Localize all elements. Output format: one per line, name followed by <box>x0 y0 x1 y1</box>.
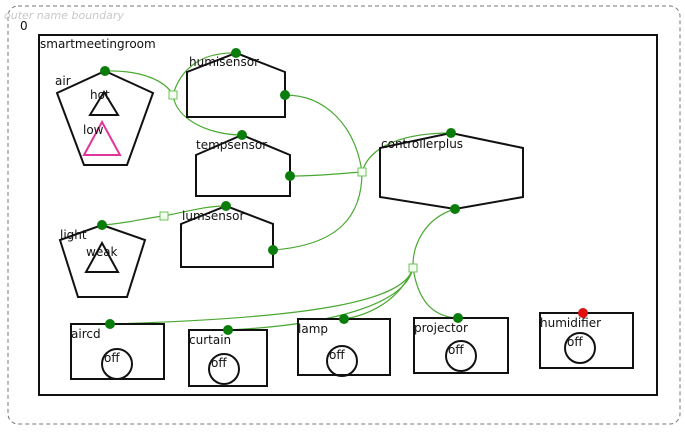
low-label: low <box>83 123 104 137</box>
node-aircd[interactable]: aircd off <box>70 323 165 380</box>
room-label: smartmeetingroom <box>40 37 156 51</box>
edge-junction-tempsensor <box>172 94 243 136</box>
lamp-label: lamp <box>298 322 328 336</box>
node-lamp[interactable]: lamp off <box>297 318 391 377</box>
port-lumsensor-top[interactable] <box>221 201 231 211</box>
port-curtain[interactable] <box>223 325 233 335</box>
node-humisensor[interactable]: humisensor <box>186 51 286 118</box>
edge-tempsensor-junction2 <box>289 171 363 177</box>
weak-triangle <box>84 240 120 273</box>
humidifier-state-label: off <box>567 335 583 349</box>
humidifier-state-circle <box>564 332 596 364</box>
node-curtain[interactable]: curtain off <box>188 329 268 387</box>
outer-boundary <box>7 5 681 425</box>
port-air[interactable] <box>100 66 110 76</box>
node-air[interactable]: air hot low <box>55 69 155 166</box>
edge-junction-lumsensor <box>163 205 227 217</box>
port-tempsensor-top[interactable] <box>237 130 247 140</box>
junction-square <box>159 211 169 221</box>
node-light[interactable]: light weak <box>58 223 147 298</box>
edge-junction2-controllerplus <box>361 132 452 173</box>
port-projector[interactable] <box>453 313 463 323</box>
node-controllerplus[interactable]: controllerplus <box>379 131 524 211</box>
outer-index-label: 0 <box>20 19 28 33</box>
projector-label: projector <box>414 321 468 335</box>
hot-label: hot <box>90 88 110 102</box>
port-controllerplus-bottom[interactable] <box>450 204 460 214</box>
tempsensor-label: tempsensor <box>196 138 267 152</box>
port-humidifier[interactable] <box>578 308 588 318</box>
port-lamp[interactable] <box>339 314 349 324</box>
port-light[interactable] <box>97 220 107 230</box>
low-triangle <box>82 119 122 156</box>
edge-humisensor-junction <box>172 52 237 96</box>
port-controllerplus-top[interactable] <box>446 128 456 138</box>
edge-junction4-projector <box>412 267 459 319</box>
ports <box>97 48 588 335</box>
node-humidifier[interactable]: humidifier off <box>539 312 634 369</box>
projector-state-label: off <box>448 343 464 357</box>
port-humisensor-top[interactable] <box>231 48 241 58</box>
edge-junction4-aircd <box>109 267 414 325</box>
aircd-state-label: off <box>104 351 120 365</box>
port-aircd[interactable] <box>105 319 115 329</box>
curtain-state-label: off <box>211 356 227 370</box>
node-tempsensor[interactable]: tempsensor <box>195 133 291 197</box>
hot-triangle <box>88 90 120 116</box>
junction-square <box>357 167 367 177</box>
aircd-label: aircd <box>71 327 101 341</box>
node-lumsensor[interactable]: lumsensor <box>180 204 274 268</box>
edge-humisensor-junction2 <box>284 94 363 173</box>
aircd-state-circle <box>101 348 133 380</box>
humidifier-label: humidifier <box>540 316 601 330</box>
air-label: air <box>55 74 71 88</box>
light-label: light <box>60 228 87 242</box>
lumsensor-label: lumsensor <box>182 209 244 223</box>
lamp-state-circle <box>326 345 358 377</box>
node-projector[interactable]: projector off <box>413 317 509 374</box>
curtain-state-circle <box>208 353 240 385</box>
edge-lumsensor-junction2 <box>272 171 363 251</box>
edges <box>101 52 459 331</box>
edge-controllerplus-junction4 <box>412 208 456 269</box>
projector-state-circle <box>445 340 477 372</box>
junction-square <box>408 263 418 273</box>
port-tempsensor-right[interactable] <box>285 171 295 181</box>
curtain-label: curtain <box>189 333 231 347</box>
edge-light-junction <box>101 215 165 226</box>
edge-junction4-lamp <box>343 267 414 320</box>
room-boundary <box>38 34 658 396</box>
humisensor-label: humisensor <box>189 55 259 69</box>
outer-boundary-label: outer name boundary <box>4 9 124 22</box>
weak-label: weak <box>86 245 118 259</box>
port-lumsensor-right[interactable] <box>268 245 278 255</box>
junction-square <box>168 90 178 100</box>
controllerplus-label: controllerplus <box>381 137 463 151</box>
port-humisensor-right[interactable] <box>280 90 290 100</box>
lamp-state-label: off <box>329 348 345 362</box>
